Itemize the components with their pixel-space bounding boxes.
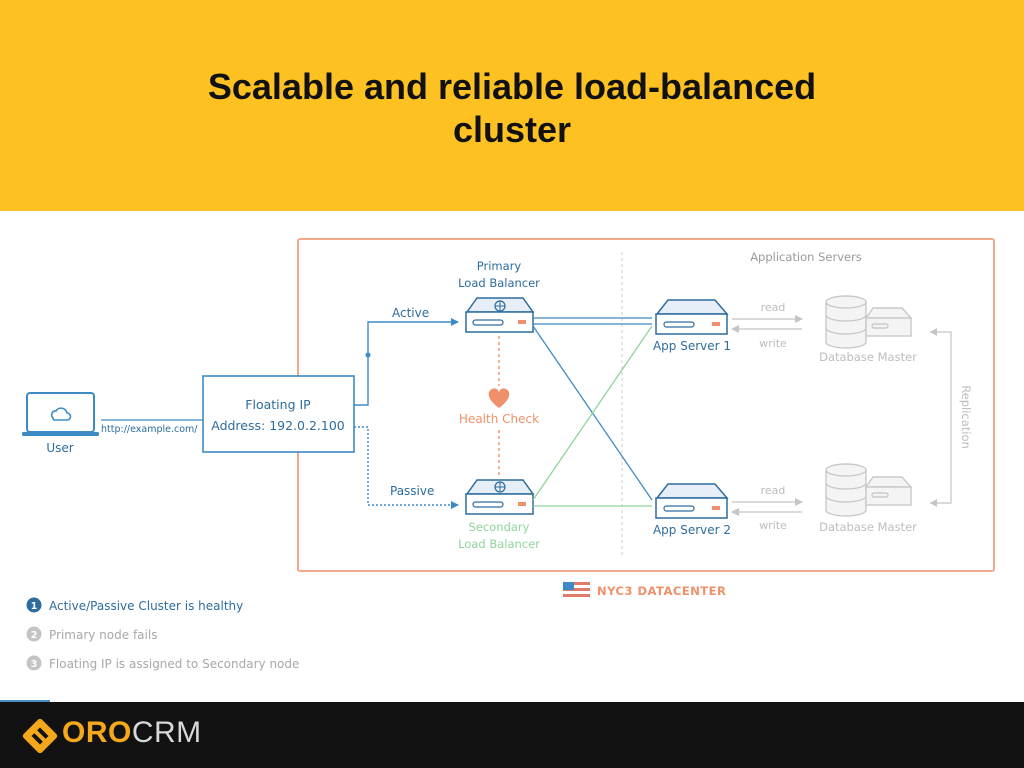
passive-label: Passive (390, 484, 434, 498)
orocrm-logo-icon (22, 718, 58, 754)
database-master-2-label: Database Master (819, 520, 917, 534)
legend-number-2: 2 (31, 630, 38, 641)
replication-label: Replication (959, 385, 973, 449)
read-label-2: read (761, 484, 786, 497)
primary-lb-label-1: Primary (477, 259, 522, 273)
legend-number-1: 1 (31, 601, 38, 612)
title-line-2: cluster (452, 109, 572, 150)
slide-header: Scalable and reliable load-balanced clus… (0, 0, 1024, 211)
application-servers-heading: Application Servers (750, 250, 862, 264)
user-label: User (46, 441, 73, 455)
database-icon-1 (825, 295, 913, 349)
secondary-lb-label-1: Secondary (469, 520, 530, 534)
slide-title: Scalable and reliable load-balanced clus… (100, 65, 924, 151)
legend-badge-1 (26, 597, 42, 613)
legend-badge-2 (26, 626, 42, 642)
title-line-1: Scalable and reliable load-balanced (207, 66, 817, 107)
read-label-1: read (761, 301, 786, 314)
logo-oro: ORO (62, 716, 132, 749)
primary-load-balancer-icon (465, 297, 535, 333)
database-master-1-label: Database Master (819, 350, 917, 364)
app-server-1-label: App Server 1 (653, 339, 731, 353)
health-check-label: Health Check (459, 412, 539, 426)
replication-arrowhead-top (930, 328, 937, 336)
write-label-1: write (759, 337, 787, 350)
active-connection (354, 318, 459, 406)
legend-badge-3 (26, 655, 42, 671)
database-icon-2 (825, 463, 913, 517)
laptop-icon (22, 392, 99, 436)
passive-connection (354, 426, 459, 509)
datacenter-label: NYC3 DATACENTER (597, 584, 726, 598)
primary-lb-label-2: Load Balancer (458, 276, 540, 290)
legend-text-1: Active/Passive Cluster is healthy (49, 599, 243, 613)
write-label-2: write (759, 519, 787, 532)
junction-dot (365, 352, 371, 358)
orocrm-logo: OROCRM (62, 716, 202, 750)
heart-icon (488, 388, 510, 408)
user-url: http://example.com/ (101, 424, 198, 435)
app-server-2-icon (655, 483, 729, 519)
footer-bar (0, 702, 1024, 768)
replication-arrowhead-bottom (930, 499, 937, 507)
lb2-to-app1 (532, 325, 653, 501)
secondary-lb-label-2: Load Balancer (458, 537, 540, 551)
replication-connector (930, 331, 952, 504)
legend-item-1: 1 Active/Passive Cluster is healthy (26, 597, 243, 613)
logo-crm: CRM (131, 716, 202, 749)
floating-ip-title: Floating IP (245, 397, 311, 412)
floating-ip-box (202, 375, 355, 453)
load-balancer-diagram: User http://example.com/ Floating IP Add… (22, 238, 995, 671)
legend-text-3: Floating IP is assigned to Secondary nod… (49, 657, 299, 671)
legend-item-2: 2 Primary node fails (26, 626, 157, 642)
secondary-load-balancer-icon (465, 479, 535, 515)
app-server-2-label: App Server 2 (653, 523, 731, 537)
legend-item-3: 3 Floating IP is assigned to Secondary n… (26, 655, 299, 671)
app-server-1-icon (655, 299, 729, 335)
legend-number-3: 3 (31, 659, 38, 670)
legend-text-2: Primary node fails (49, 628, 157, 642)
us-flag-icon (563, 582, 590, 598)
footer-accent-line (0, 700, 50, 703)
floating-ip-address: Address: 192.0.2.100 (211, 418, 345, 433)
active-label: Active (392, 306, 429, 320)
